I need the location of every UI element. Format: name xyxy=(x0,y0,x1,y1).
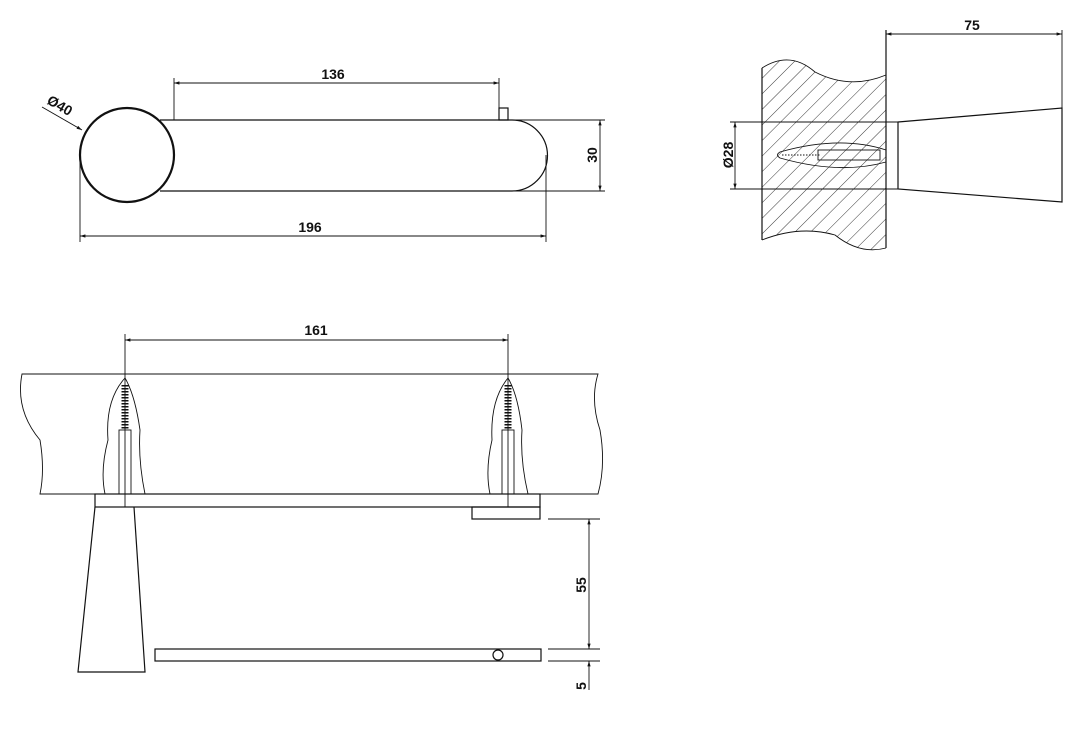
wall-section xyxy=(20,373,604,495)
cone-support xyxy=(77,506,146,673)
bar-hole xyxy=(492,649,504,661)
bar xyxy=(154,648,542,662)
wall-plug xyxy=(777,142,887,169)
left-anchor xyxy=(102,377,146,495)
dim-136: 136 xyxy=(321,66,345,82)
dim-5: 5 xyxy=(573,682,589,690)
dim-diameter-40: Ø40 xyxy=(45,92,76,119)
top-view: 136 196 30 Ø40 xyxy=(41,66,605,242)
dim-75: 75 xyxy=(964,17,980,33)
dim-diameter-28: Ø28 xyxy=(720,142,736,169)
base-circle xyxy=(78,106,176,204)
mounting-plate xyxy=(94,493,541,508)
tab xyxy=(498,107,509,121)
dim-55: 55 xyxy=(573,577,589,593)
dim-196: 196 xyxy=(298,219,322,235)
end-cap xyxy=(471,506,541,520)
dim-30: 30 xyxy=(584,147,600,163)
cone-body xyxy=(897,107,1063,203)
front-view: 161 55 5 xyxy=(20,322,604,690)
anchor xyxy=(817,149,881,161)
bar-outline xyxy=(160,119,549,192)
dim-161: 161 xyxy=(304,322,328,338)
wall-section xyxy=(762,59,886,250)
side-view: 75 Ø28 xyxy=(720,17,1063,251)
